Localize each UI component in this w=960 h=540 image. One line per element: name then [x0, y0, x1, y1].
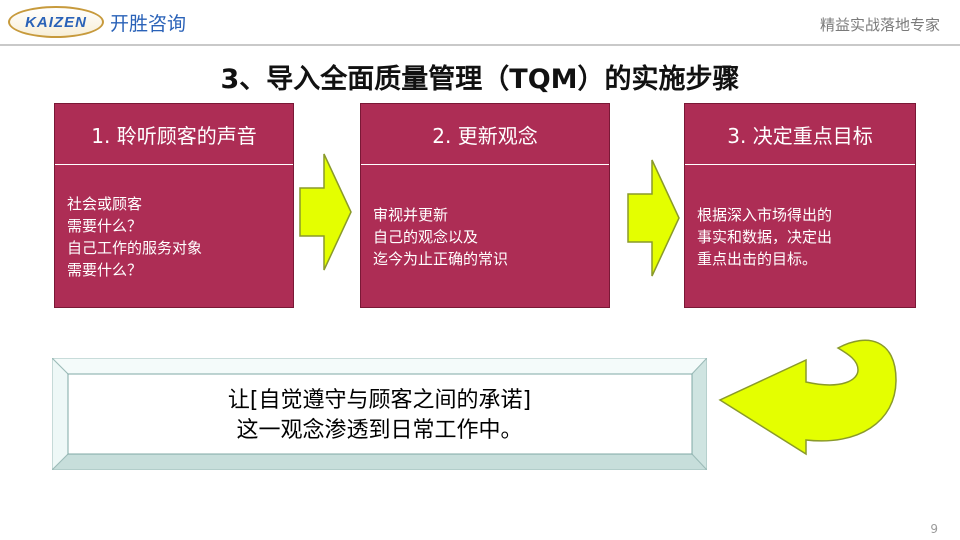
step-3-line: 重点出击的目标。: [697, 250, 818, 268]
logo-chinese-name: 开胜咨询: [110, 12, 187, 35]
step-1-line: 社会或顾客: [67, 195, 143, 213]
logo-text: KAIZEN: [25, 13, 87, 31]
step-3-line: 事实和数据，决定出: [697, 228, 833, 246]
step-2-line: 迄今为止正确的常识: [373, 250, 509, 268]
header-tagline: 精益实战落地专家: [819, 16, 940, 34]
step-2-line: 自己的观念以及: [373, 228, 479, 246]
curved-arrow-icon: [718, 339, 897, 456]
page-number: 9: [930, 522, 938, 536]
right-arrow-icon: [627, 159, 680, 277]
logo-oval: KAIZEN: [8, 6, 104, 38]
step-box-1: 1. 聆听顾客的声音 社会或顾客 需要什么？ 自己工作的服务对象 需要什么？: [54, 103, 294, 308]
banner-text: 让[自觉遵守与顾客之间的承诺] 这一观念渗透到日常工作中。: [52, 386, 707, 446]
step-box-3: 3. 决定重点目标 根据深入市场得出的 事实和数据，决定出 重点出击的目标。: [684, 103, 916, 308]
step-1-line: 需要什么？: [67, 217, 143, 235]
step-3-title: 3. 决定重点目标: [685, 104, 915, 165]
step-1-line: 自己工作的服务对象: [67, 239, 203, 257]
step-3-body: 根据深入市场得出的 事实和数据，决定出 重点出击的目标。: [685, 165, 915, 309]
step-1-body: 社会或顾客 需要什么？ 自己工作的服务对象 需要什么？: [55, 165, 293, 309]
step-3-line: 根据深入市场得出的: [697, 206, 833, 224]
right-arrow-icon: [299, 153, 352, 271]
slide-title: 3、导入全面质量管理（TQM）的实施步骤: [220, 64, 740, 95]
kaizen-logo: KAIZEN 开胜咨询: [8, 6, 186, 38]
step-1-title: 1. 聆听顾客的声音: [55, 104, 293, 165]
top-bar: KAIZEN 开胜咨询 精益实战落地专家: [0, 0, 960, 46]
header-divider: [0, 44, 960, 46]
step-1-line: 需要什么？: [67, 261, 143, 279]
banner-line-1: 让[自觉遵守与顾客之间的承诺]: [227, 388, 532, 413]
step-box-2: 2. 更新观念 审视并更新 自己的观念以及 迄今为止正确的常识: [360, 103, 610, 308]
step-2-body: 审视并更新 自己的观念以及 迄今为止正确的常识: [361, 165, 609, 309]
step-2-title: 2. 更新观念: [361, 104, 609, 165]
banner-frame: [52, 358, 707, 470]
step-2-line: 审视并更新: [373, 206, 449, 224]
banner-line-2: 这一观念渗透到日常工作中。: [236, 418, 523, 443]
